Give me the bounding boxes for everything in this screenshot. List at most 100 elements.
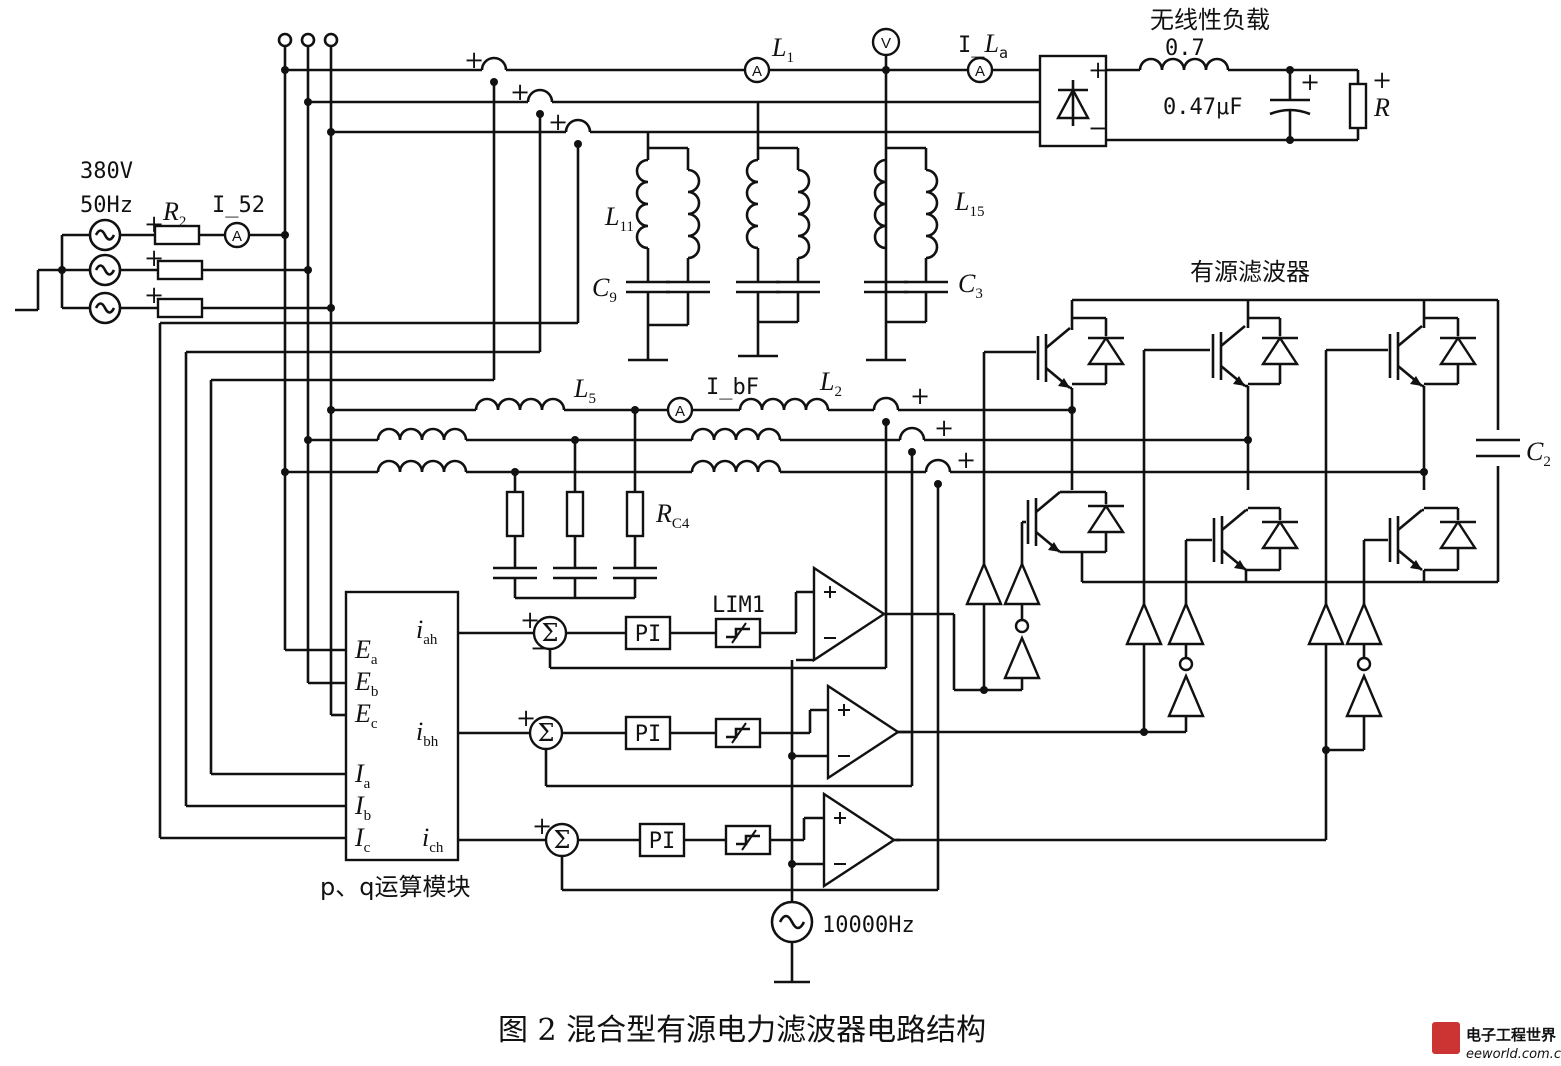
svg-text:+: + (510, 78, 530, 106)
inverter-bubble (1178, 656, 1194, 672)
svg-text:Ea: Ea (354, 635, 378, 668)
svg-text:+: + (520, 606, 540, 634)
svg-text:Σ: Σ (554, 826, 571, 854)
passive-filter-branches: L11 C9 L15 C3 (592, 102, 984, 362)
svg-text:PI: PI (635, 622, 662, 647)
igbt-icon (1388, 508, 1424, 572)
buffer-icon (1125, 602, 1163, 646)
buffer-icon (1345, 602, 1383, 646)
inductor-icon (924, 168, 939, 260)
capacitor-icon (624, 280, 672, 294)
pq-module-title: p、q运算模块 (320, 873, 470, 901)
load-capacitance: 0.47μF (1163, 95, 1242, 120)
capacitor-icon (902, 280, 950, 294)
ac-source-icon (88, 291, 122, 325)
op-amp-icon (826, 684, 900, 780)
svg-text:+: + (144, 244, 164, 272)
op-amp-icon (812, 566, 886, 662)
svg-text:Σ: Σ (542, 619, 559, 647)
svg-text:Ic: Ic (354, 823, 371, 856)
svg-text:ich: ich (422, 823, 444, 856)
inverter-bubble (1356, 656, 1372, 672)
svg-text:R: R (1373, 93, 1390, 122)
limiter-icon (714, 717, 762, 749)
svg-text:+: + (956, 446, 976, 474)
inductor-icon (376, 427, 468, 442)
capacitor-icon (551, 566, 599, 580)
op-amp-icon (822, 792, 896, 888)
svg-text:+: + (934, 414, 954, 442)
svg-text:电子工程世界: 电子工程世界 (1466, 1026, 1556, 1044)
buffer-icon (965, 562, 1003, 606)
active-filter-coupling: + + + L (281, 367, 1424, 890)
igbt-icon (1211, 324, 1247, 388)
svg-text:+: + (464, 46, 484, 74)
resistor-icon (156, 297, 204, 319)
svg-text:+: + (910, 382, 930, 410)
ammeter-icon (666, 396, 694, 424)
svg-text:Ec: Ec (354, 699, 378, 732)
limiter-icon (714, 617, 762, 649)
diode-icon (1438, 520, 1478, 550)
buffer-icon (1167, 602, 1205, 646)
buffer-icon (1003, 562, 1041, 606)
capacitor-icon (491, 566, 539, 580)
current-sense-lines (158, 78, 582, 838)
control-loops: Σ + − PI LIM1 Σ + PI Σ (458, 566, 956, 984)
source-frequency: 50Hz (80, 193, 133, 218)
svg-text:+: + (144, 281, 164, 309)
capacitor-icon (774, 280, 822, 294)
resistor-icon (156, 259, 204, 281)
limiter-icon (724, 824, 772, 856)
label-I52: I_52 (212, 193, 265, 218)
inductor-icon (690, 459, 782, 474)
svg-text:L1: L1 (771, 33, 794, 66)
igbt-icon (1212, 508, 1248, 572)
resistor-icon (505, 490, 525, 538)
svg-text:iah: iah (416, 615, 438, 648)
diode-icon (1438, 336, 1478, 366)
inverter-bubble (1014, 618, 1030, 634)
three-phase-source: + + + 380V 50Hz R2 I_52 (15, 159, 331, 325)
igbt-inverter: 有源滤波器 C2 (896, 258, 1551, 842)
svg-text:L11: L11 (604, 202, 634, 235)
svg-text:PI: PI (635, 722, 662, 747)
pq-module: Ea Eb Ec Ia Ib Ic iah ibh ich p、q运算模块 (160, 590, 470, 901)
svg-text:C9: C9 (592, 273, 617, 306)
igbt-icon (1036, 326, 1072, 390)
diode-icon (1260, 336, 1300, 366)
resistor-icon (565, 490, 585, 538)
capacitor-icon (664, 280, 712, 294)
inductor-icon (796, 168, 811, 260)
load-title: 无线性负载 (1150, 6, 1270, 34)
ammeter-icon (966, 56, 994, 84)
active-filter-title: 有源滤波器 (1190, 258, 1310, 286)
main-lines: + + + V L1 I_La (281, 27, 1040, 360)
load-inductance: 0.7 (1165, 36, 1205, 61)
svg-text:+: + (1372, 66, 1392, 94)
igbt-icon (1388, 324, 1424, 388)
inductor-icon (873, 158, 888, 250)
diode-icon (1086, 504, 1126, 534)
svg-text:−: − (530, 634, 550, 662)
svg-text:RC4: RC4 (655, 499, 690, 532)
oscillator-label: 10000Hz (822, 913, 915, 938)
svg-text:Eb: Eb (354, 667, 378, 700)
watermark-logo-icon (1432, 1022, 1460, 1054)
svg-text:L15: L15 (954, 187, 984, 220)
svg-text:Ib: Ib (354, 791, 371, 824)
svg-text:Σ: Σ (538, 719, 555, 747)
limiter-label: LIM1 (712, 593, 765, 618)
svg-text:+: + (532, 812, 552, 840)
ac-source-icon (88, 253, 122, 287)
igbt-icon (1026, 490, 1062, 554)
svg-text:+: + (1300, 68, 1320, 96)
svg-text:eeworld.com.cn: eeworld.com.cn (1466, 1047, 1561, 1062)
svg-text:−: − (1088, 114, 1108, 142)
svg-text:C3: C3 (958, 269, 983, 302)
diode-icon (1260, 520, 1300, 550)
resistor-icon (625, 490, 645, 538)
inductor-icon (686, 168, 701, 260)
ac-source-icon (88, 218, 122, 252)
svg-text:PI: PI (649, 829, 676, 854)
